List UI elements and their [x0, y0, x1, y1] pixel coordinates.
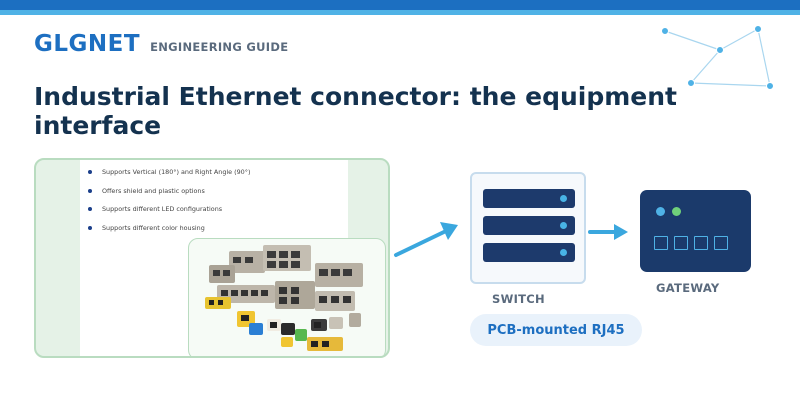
ethernet-port-icon	[694, 236, 708, 250]
switch-device	[470, 172, 586, 284]
gateway-label: GATEWAY	[656, 281, 720, 295]
feature-list: Supports Vertical (180°) and Right Angle…	[88, 163, 250, 237]
product-sheet: Supports Vertical (180°) and Right Angle…	[80, 160, 386, 356]
page-title: Industrial Ethernet connector: the equip…	[34, 82, 677, 140]
switch-label: SWITCH	[492, 292, 545, 306]
gateway-icon	[640, 190, 751, 272]
connector-product-image	[188, 238, 386, 356]
ethernet-port-icon	[654, 236, 668, 250]
feature-item: Offers shield and plastic options	[88, 182, 250, 201]
arrow-right-icon	[394, 222, 458, 257]
top-accent-bar	[0, 0, 800, 12]
feature-item: Supports different color housing	[88, 219, 250, 238]
bullet-icon	[88, 225, 92, 230]
network-nodes-icon	[661, 25, 774, 90]
feature-item: Supports Vertical (180°) and Right Angle…	[88, 163, 250, 182]
feature-text: Supports different LED configurations	[102, 205, 223, 214]
feature-item: Supports different LED configurations	[88, 200, 250, 219]
status-led-icon	[560, 222, 567, 229]
server-rack-icon	[483, 216, 575, 235]
status-led-icon	[656, 207, 665, 216]
bullet-icon	[88, 188, 92, 193]
connector-type-badge: PCB-mounted RJ45	[470, 314, 642, 346]
status-led-icon	[560, 195, 567, 202]
brand-tagline: ENGINEERING GUIDE	[150, 40, 289, 54]
feature-text: Supports different color housing	[102, 223, 205, 232]
bullet-icon	[88, 170, 92, 175]
top-accent-stripe	[0, 10, 800, 15]
feature-text: Supports Vertical (180°) and Right Angle…	[102, 168, 251, 177]
status-led-icon	[672, 207, 681, 216]
product-photo-card: Supports Vertical (180°) and Right Angle…	[34, 158, 390, 358]
ethernet-port-icon	[714, 236, 728, 250]
ethernet-port-icon	[674, 236, 688, 250]
rj45-connectors-illustration	[205, 245, 363, 351]
server-rack-icon	[483, 243, 575, 262]
bullet-icon	[88, 207, 92, 212]
brand-logo: GLGNET	[34, 31, 141, 57]
feature-text: Offers shield and plastic options	[102, 186, 205, 195]
arrow-right-icon	[588, 224, 628, 240]
brand-header: GLGNET ENGINEERING GUIDE	[34, 31, 288, 57]
status-led-icon	[560, 249, 567, 256]
connector-type-label: PCB-mounted RJ45	[487, 322, 625, 338]
server-rack-icon	[483, 189, 575, 208]
